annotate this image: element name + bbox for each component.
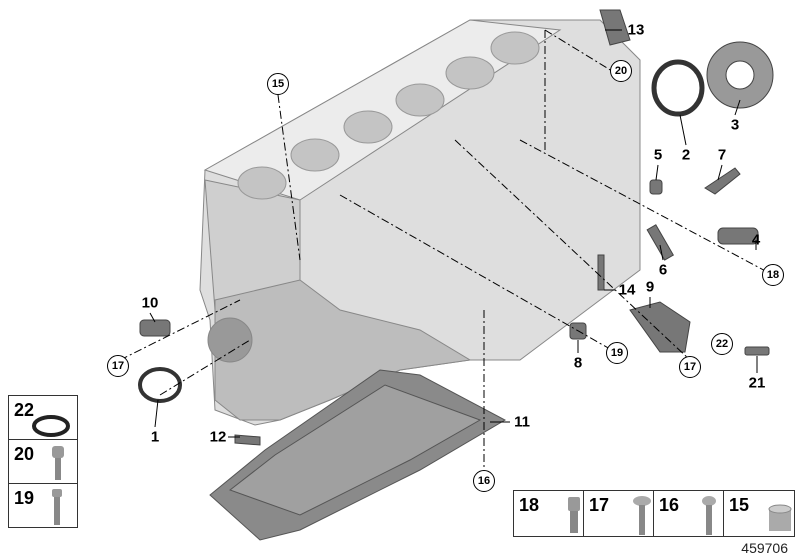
circled-callout-17-right: 17 <box>679 356 701 378</box>
diagram-number: 459706 <box>741 540 788 556</box>
sleeve-icon <box>768 504 792 531</box>
callout-4: 4 <box>751 231 761 249</box>
legend-label: 19 <box>14 488 35 508</box>
parts <box>138 9 774 446</box>
callout-14: 14 <box>618 281 636 299</box>
legend-item-22: 22 <box>8 395 78 440</box>
circled-callout-17-left: 17 <box>107 355 129 377</box>
legend-label: 17 <box>589 495 610 515</box>
legend-label: 15 <box>729 495 750 515</box>
legend-label: 22 <box>14 400 35 420</box>
bolt-icon <box>52 446 64 480</box>
callout-9: 9 <box>645 278 655 296</box>
callout-1: 1 <box>150 428 160 446</box>
legend-label: 16 <box>659 495 680 515</box>
legend-item-16: 16 <box>653 490 724 537</box>
circled-callout-20: 20 <box>610 60 632 82</box>
callout-11: 11 <box>514 413 530 431</box>
bolt-icon <box>702 496 716 535</box>
bolt-icon <box>633 496 651 535</box>
callout-10: 10 <box>141 294 159 312</box>
socket-bolt-icon <box>568 497 580 533</box>
callout-5: 5 <box>653 146 663 164</box>
callout-6: 6 <box>658 261 668 279</box>
oil-pan <box>209 369 507 541</box>
circled-callout-16: 16 <box>473 470 495 492</box>
circled-callout-19: 19 <box>606 342 628 364</box>
legend-item-17: 17 <box>583 490 654 537</box>
legend-label: 20 <box>14 444 35 464</box>
leader-lines <box>119 29 774 470</box>
callout-12: 12 <box>209 428 227 446</box>
callout-3: 3 <box>730 116 740 134</box>
callout-8: 8 <box>573 354 583 372</box>
legend-item-15: 15 <box>723 490 795 537</box>
legend-item-19: 19 <box>8 483 78 528</box>
callout-21: 21 <box>748 374 766 392</box>
bolt-icon <box>52 489 62 525</box>
callout-13: 13 <box>627 21 645 39</box>
circled-callout-15: 15 <box>267 73 289 95</box>
legend-left: 22 20 19 <box>8 395 78 528</box>
legend-bottom: 18 17 16 15 <box>513 490 795 537</box>
o-ring-icon <box>32 415 70 437</box>
callout-7: 7 <box>717 146 727 164</box>
circled-callout-22: 22 <box>711 333 733 355</box>
engine-block <box>199 19 641 426</box>
legend-item-18: 18 <box>513 490 584 537</box>
legend-item-20: 20 <box>8 439 78 484</box>
callout-2: 2 <box>681 146 691 164</box>
legend-label: 18 <box>519 495 540 515</box>
circled-callout-18: 18 <box>762 264 784 286</box>
